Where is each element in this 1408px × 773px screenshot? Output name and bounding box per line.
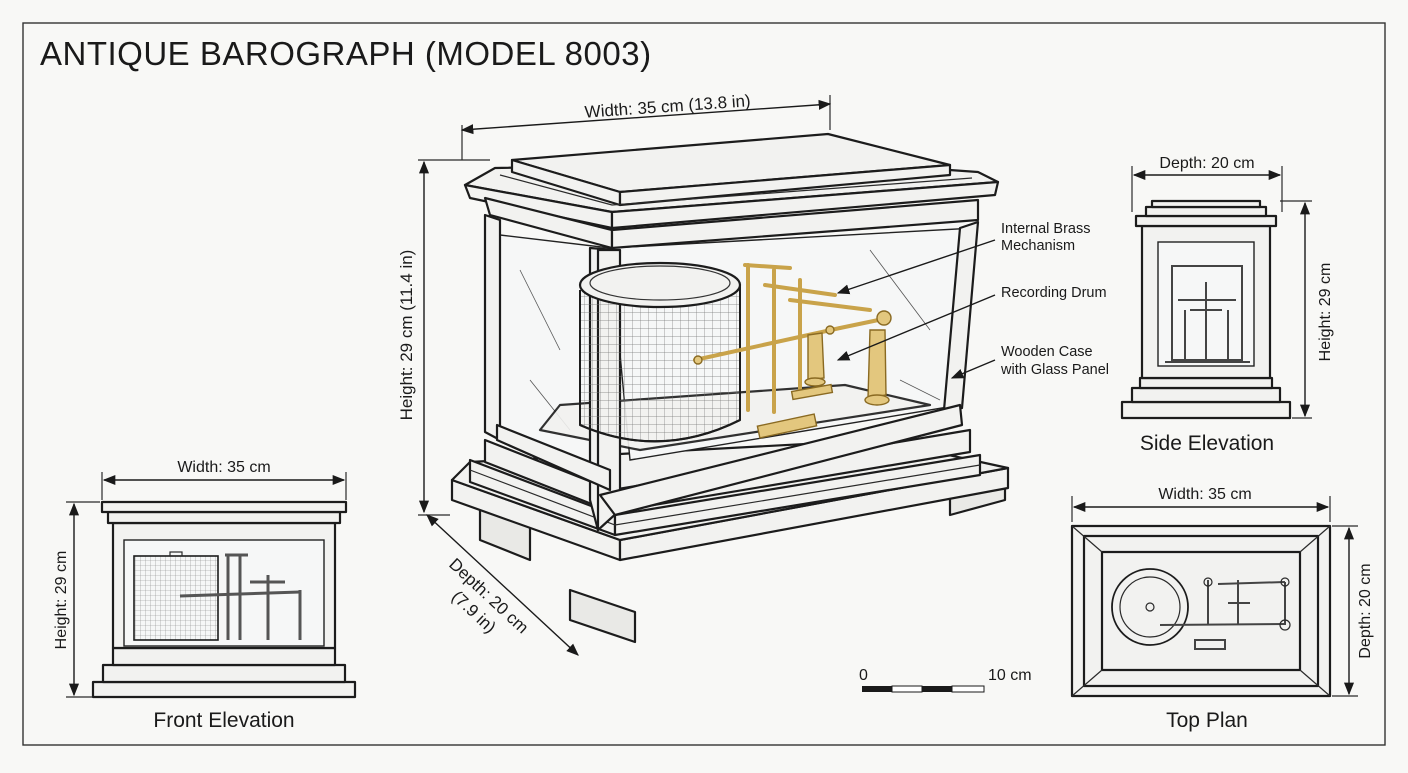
brass-mechanism xyxy=(693,263,892,439)
sheet-border xyxy=(22,22,1386,746)
side-height-label: Height: 29 cm xyxy=(1317,263,1334,362)
main-isometric-view: Width: 35 cm (13.8 in) Height: 29 cm (11… xyxy=(397,91,1010,656)
callout-drum: Recording Drum xyxy=(1001,285,1107,301)
front-elevation-view: Width: 35 cm Height: 29 cm Front Elevati… xyxy=(53,459,357,732)
top-plan-view: Width: 35 cm Depth: 20 cm Top Plan xyxy=(1070,486,1374,732)
front-height-label: Height: 29 cm xyxy=(53,551,70,650)
drawing-title: ANTIQUE BAROGRAPH (MODEL 8003) xyxy=(40,35,652,72)
side-depth-label: Depth: 20 cm xyxy=(1159,155,1254,172)
front-elevation-label: Front Elevation xyxy=(153,709,294,732)
main-width-label: Width: 35 cm (13.8 in) xyxy=(584,91,751,122)
top-depth-label: Depth: 20 cm xyxy=(1357,563,1374,658)
callout-mechanism-line1: Internal Brass xyxy=(1001,221,1090,237)
callout-mechanism-line2: Mechanism xyxy=(1001,238,1075,254)
top-plan-label: Top Plan xyxy=(1166,709,1248,732)
scale-start-label: 0 xyxy=(859,667,868,684)
scale-end-label: 10 cm xyxy=(988,667,1032,684)
side-elevation-view: Depth: 20 cm Height: 29 cm Side Elevatio… xyxy=(1120,155,1334,455)
top-width-label: Width: 35 cm xyxy=(1158,486,1251,503)
scale-bar: 0 10 cm xyxy=(859,667,1032,693)
callouts: Internal Brass Mechanism Recording Drum … xyxy=(836,221,1109,379)
callout-case-line1: Wooden Case xyxy=(1001,344,1093,360)
main-height-label: Height: 29 cm (11.4 in) xyxy=(397,250,416,421)
side-elevation-label: Side Elevation xyxy=(1140,432,1274,455)
front-width-label: Width: 35 cm xyxy=(177,459,270,476)
callout-case-line2: with Glass Panel xyxy=(1000,362,1109,378)
recording-drum xyxy=(578,261,742,443)
